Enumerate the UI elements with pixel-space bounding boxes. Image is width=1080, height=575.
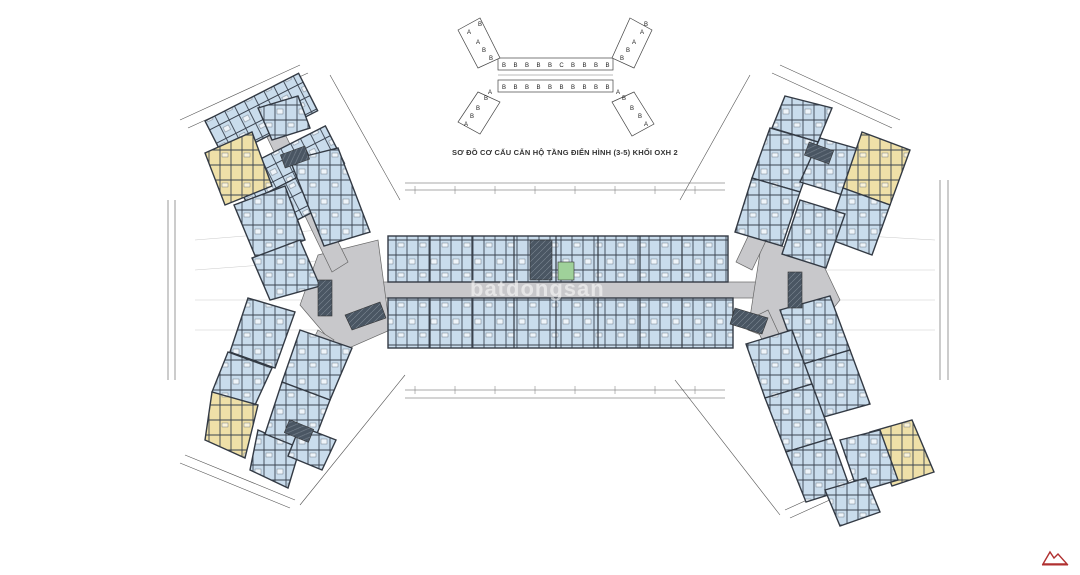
center-block-units (387, 235, 734, 349)
watermark: batdongsan (470, 276, 605, 301)
key-plan-unit-label: B (502, 63, 506, 69)
plan-title: SƠ ĐỒ CƠ CẤU CĂN HỘ TẦNG ĐIỂN HÌNH (3-5)… (452, 148, 678, 157)
key-plan-unit-label: B (502, 85, 506, 91)
key-plan-unit-label: B (548, 85, 552, 91)
key-plan-unit-label: A (464, 122, 468, 128)
key-plan-unit-label: B (605, 63, 609, 69)
left-upper-corner-unit (204, 131, 273, 206)
right-wing (729, 95, 935, 527)
center-lower-unit-row (387, 297, 734, 349)
key-plan-unit-label: B (513, 85, 517, 91)
key-plan-unit-label: B (478, 22, 482, 28)
key-plan-unit-label: B (525, 85, 529, 91)
key-plan-unit-label: A (488, 90, 492, 96)
key-plan-unit-label: A (476, 40, 480, 46)
left-wing (204, 72, 387, 489)
key-plan-unit-label: A (632, 40, 636, 46)
key-plan-unit-label: B (489, 56, 493, 62)
key-plan-unit-label: B (536, 85, 540, 91)
key-plan-unit-label: B (525, 63, 529, 69)
brand-logo (1041, 550, 1069, 566)
left-stair-core (317, 279, 333, 317)
key-plan-unit-label: A (467, 30, 471, 36)
key-plan-unit-label: A (640, 30, 644, 36)
key-plan-unit-label: B (582, 85, 586, 91)
center-upper-unit-row (387, 235, 729, 283)
key-plan-unit-label: B (571, 63, 575, 69)
key-plan-unit-label: B (594, 85, 598, 91)
key-plan-unit-label: B (626, 48, 630, 54)
key-plan-unit-label: A (616, 90, 620, 96)
key-plan-unit-label: B (470, 114, 474, 120)
key-plan-unit-label: B (559, 85, 563, 91)
key-plan-unit-label: B (630, 106, 634, 112)
key-plan-unit-label: C (559, 63, 564, 69)
center-stair-core (529, 239, 553, 281)
key-plan-unit-label: B (582, 63, 586, 69)
key-plan-unit-label: B (476, 106, 480, 112)
center-green-room (557, 261, 575, 281)
key-plan-unit-label: B (484, 96, 488, 102)
left-lower-corner-unit (204, 391, 259, 459)
key-plan-unit-label: B (622, 96, 626, 102)
right-stair-core (787, 271, 803, 309)
key-plan-unit-label: B (513, 63, 517, 69)
key-plan-unit-label: B (594, 63, 598, 69)
key-plan-unit-label: A (644, 122, 648, 128)
key-plan-unit-label: B (571, 85, 575, 91)
key-plan-unit-label: B (605, 85, 609, 91)
key-plan-unit-label: B (638, 114, 642, 120)
key-plan-unit-label: B (482, 48, 486, 54)
key-plan-unit-label: B (548, 63, 552, 69)
key-plan-unit-label: B (620, 56, 624, 62)
key-plan-unit-label: B (536, 63, 540, 69)
key-plan-unit-label: B (644, 22, 648, 28)
